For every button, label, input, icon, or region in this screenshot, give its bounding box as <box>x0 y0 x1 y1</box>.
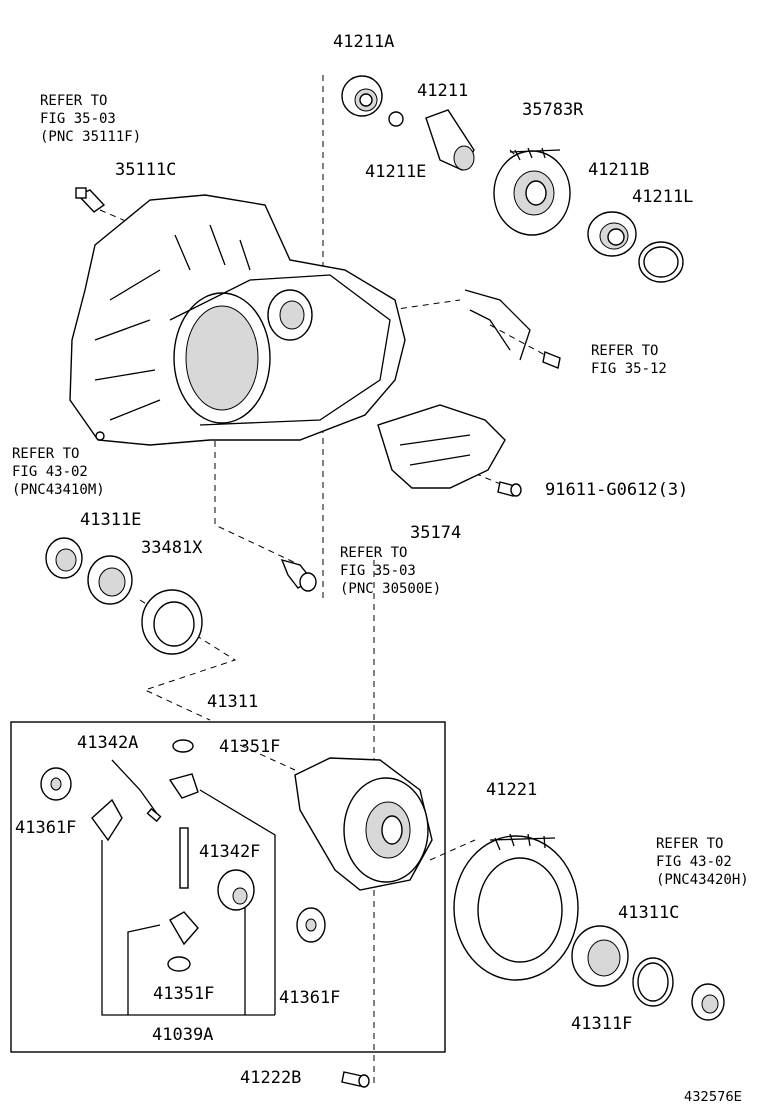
side-gear-right <box>217 869 255 911</box>
label-33481x: 33481X <box>141 538 203 558</box>
label-41311c: 41311C <box>618 903 680 923</box>
seal-41311e <box>45 537 83 579</box>
ref-note-43420h[interactable]: REFER TO FIG 43-02 (PNC43420H) <box>656 836 749 888</box>
ring-gear-41221 <box>453 833 579 981</box>
bearing-left <box>87 555 133 605</box>
bearing-41211a <box>341 75 383 117</box>
ref-note-35-12[interactable]: REFER TO FIG 35-12 <box>591 343 667 377</box>
seal-33481x <box>141 589 203 655</box>
label-41342f: 41342F <box>199 842 261 862</box>
ref-note-35111f[interactable]: REFER TO FIG 35-03 (PNC 35111F) <box>40 93 142 145</box>
side-gear-left <box>91 798 123 842</box>
kit-41039a-bracket <box>101 789 276 1016</box>
label-41221: 41221 <box>486 780 538 800</box>
bolt-top-left <box>75 187 106 213</box>
seal-43420h <box>691 983 725 1021</box>
label-41211a: 41211A <box>333 32 395 52</box>
ref-note-43410m[interactable]: REFER TO FIG 43-02 (PNC43410M) <box>12 446 105 498</box>
cover-35174 <box>377 404 506 489</box>
ring-41311c <box>632 957 674 1007</box>
label-41361f-right: 41361F <box>279 988 341 1008</box>
gear-35783r <box>493 147 571 236</box>
pinion-gear-bottom <box>169 911 199 946</box>
diagram-id: 432576E <box>684 1090 742 1105</box>
bolt-41222b <box>341 1071 370 1088</box>
washer-41351f-top <box>172 739 194 753</box>
transaxle-case-35111c <box>69 194 406 446</box>
bearing-41211b <box>587 211 637 257</box>
washer-41361f-right <box>296 907 326 943</box>
label-41351f-top: 41351F <box>219 737 281 757</box>
label-41211b: 41211B <box>588 160 650 180</box>
ref-note-30500e[interactable]: REFER TO FIG 35-03 (PNC 30500E) <box>340 545 442 597</box>
washer-41361f-left <box>40 767 72 801</box>
shaft-41211 <box>425 109 475 171</box>
label-35783r: 35783R <box>522 100 584 120</box>
bolt-91611 <box>497 481 522 497</box>
label-41222b: 41222B <box>240 1068 302 1088</box>
bracket-fig-35-12 <box>464 289 561 369</box>
washer-41211e <box>388 111 404 127</box>
ring-41211l <box>638 241 684 283</box>
differential-group-box <box>10 721 446 1053</box>
label-41211l: 41211L <box>632 187 694 207</box>
label-41361f-left: 41361F <box>15 818 77 838</box>
label-41039a: 41039A <box>152 1025 214 1045</box>
label-41311: 41311 <box>207 692 259 712</box>
label-35174: 35174 <box>410 523 462 543</box>
label-35111c: 35111C <box>115 160 177 180</box>
differential-case <box>294 757 433 891</box>
label-41311f: 41311F <box>571 1014 633 1034</box>
label-91611: 91611-G0612(3) <box>545 480 689 500</box>
label-41211: 41211 <box>417 81 469 101</box>
washer-41351f-bottom <box>167 956 191 972</box>
bearing-41311f <box>571 925 629 987</box>
pinion-gear-top <box>168 773 199 799</box>
label-41342a: 41342A <box>77 733 139 753</box>
pin-41342a <box>111 759 162 823</box>
shaft-41342f <box>179 827 189 889</box>
bolt-30500e <box>280 558 317 592</box>
label-41351f-bottom: 41351F <box>153 984 215 1004</box>
label-41211e: 41211E <box>365 162 427 182</box>
label-41311e: 41311E <box>80 510 142 530</box>
